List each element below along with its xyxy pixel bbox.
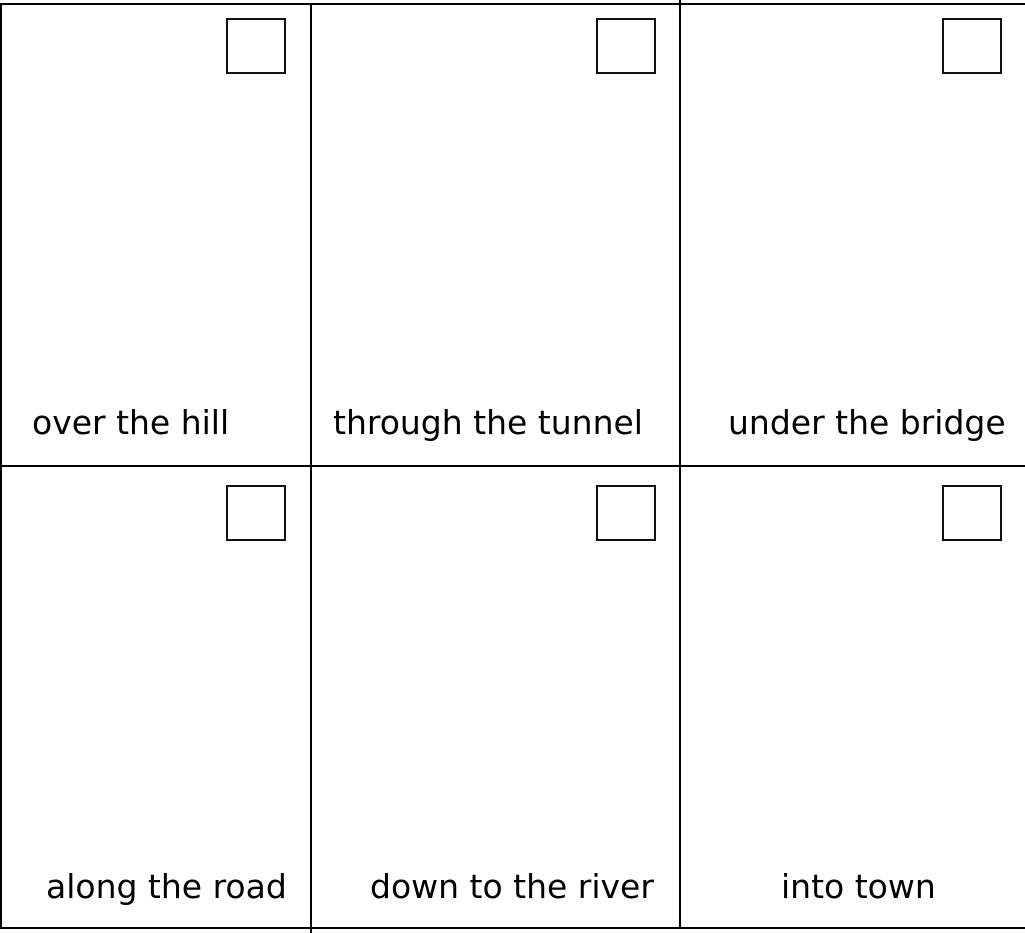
card-over-the-hill: over the hill (2, 5, 310, 465)
card-label: under the bridge (728, 403, 1006, 442)
card-into-town: into town (681, 467, 1025, 927)
card-checkbox[interactable] (596, 18, 656, 74)
card-along-the-road: along the road (2, 467, 310, 927)
card-label: down to the river (370, 867, 654, 906)
grid-line-left (0, 3, 2, 929)
card-checkbox[interactable] (226, 18, 286, 74)
card-checkbox[interactable] (942, 485, 1002, 541)
card-label: over the hill (32, 403, 230, 442)
card-checkbox[interactable] (596, 485, 656, 541)
card-label: through the tunnel (333, 403, 643, 442)
card-through-the-tunnel: through the tunnel (312, 5, 679, 465)
card-label: along the road (46, 867, 287, 906)
grid-line-top (0, 3, 1025, 5)
card-down-to-the-river: down to the river (312, 467, 679, 927)
card-checkbox[interactable] (942, 18, 1002, 74)
card-label: into town (781, 867, 936, 906)
grid-line-bottom (0, 927, 1025, 929)
grid-line-middle (0, 465, 1025, 467)
card-checkbox[interactable] (226, 485, 286, 541)
grid-line-col1 (310, 3, 312, 933)
grid-line-col2 (679, 0, 681, 929)
card-under-the-bridge: under the bridge (681, 5, 1025, 465)
